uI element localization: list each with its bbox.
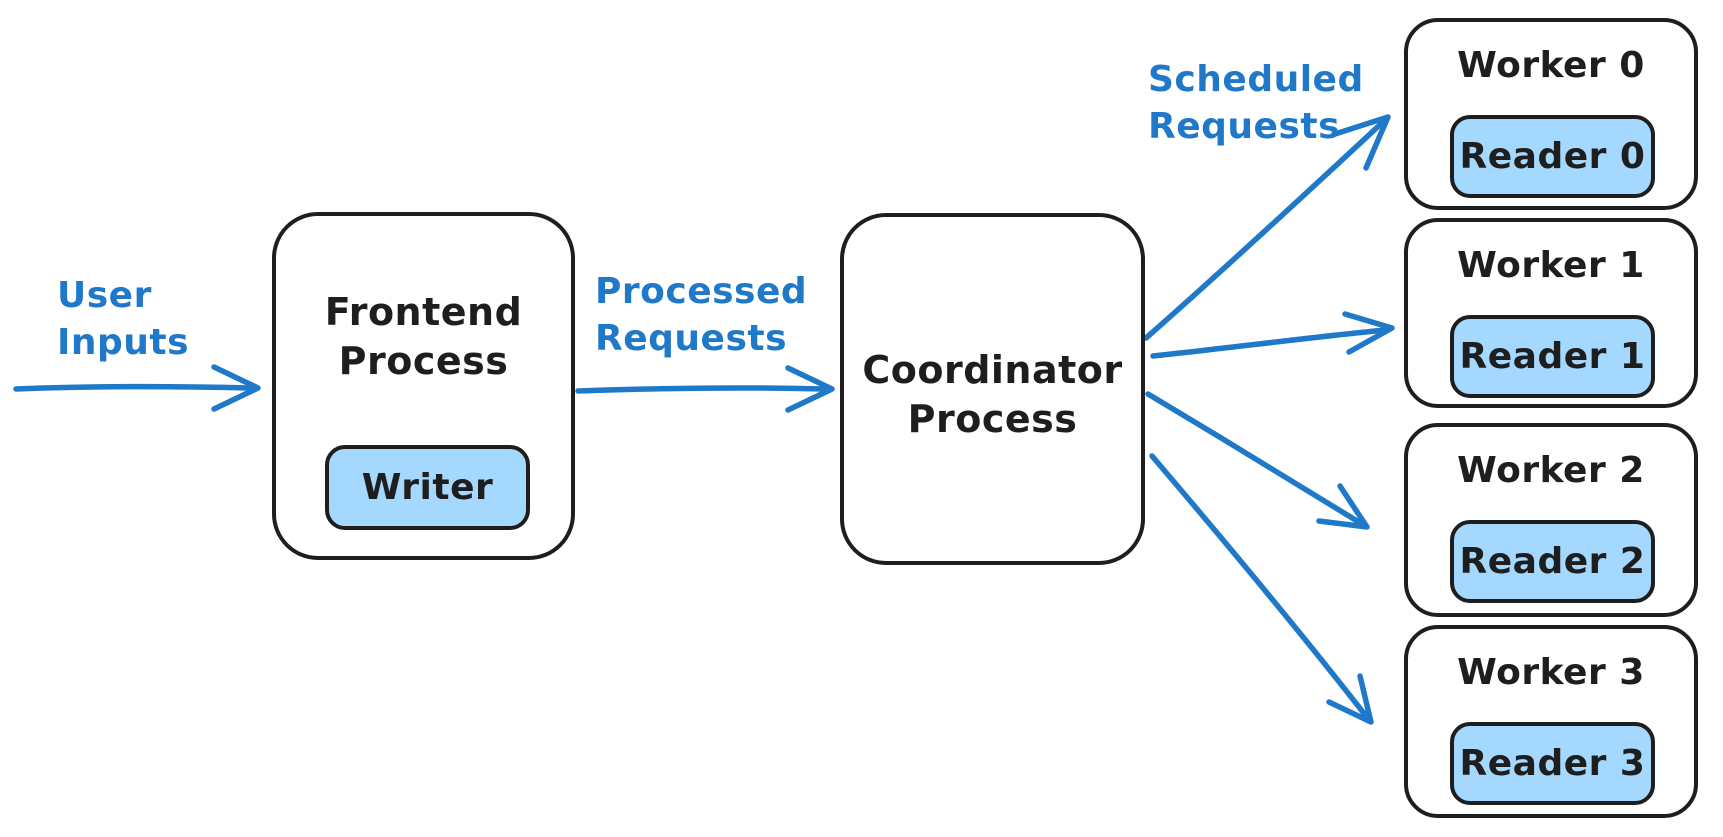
user-inputs-label: User Inputs (57, 272, 189, 366)
scheduled-arrow-worker-2-head (1316, 483, 1370, 530)
worker-0-label: Worker 0 (1457, 45, 1645, 86)
frontend-process-box: Frontend Process Writer (272, 212, 575, 560)
writer-label: Writer (361, 467, 494, 508)
reader-3-box: Reader 3 (1450, 722, 1655, 805)
scheduled-arrow-worker-1-head (1342, 311, 1395, 355)
scheduled-arrow-worker-3 (1149, 453, 1374, 725)
scheduled-arrow-worker-3-head (1326, 673, 1374, 725)
frontend-title-line2: Process (338, 339, 509, 383)
reader-2-label: Reader 2 (1459, 541, 1646, 582)
reader-2-box: Reader 2 (1450, 520, 1655, 603)
frontend-process-title: Frontend Process (276, 288, 571, 386)
coordinator-title-line1: Coordinator (862, 348, 1123, 392)
scheduled-arrow-worker-3-shaft (1149, 453, 1369, 719)
user-inputs-arrow-shaft (13, 383, 253, 392)
user-inputs-arrow (13, 364, 261, 412)
reader-3-label: Reader 3 (1459, 743, 1646, 784)
scheduled-arrow-worker-1 (1150, 311, 1395, 359)
worker-2-label: Worker 2 (1457, 450, 1645, 491)
writer-box: Writer (325, 445, 530, 530)
processed-requests-arrow-head (785, 365, 835, 413)
scheduled-arrow-worker-0-shaft (1143, 118, 1387, 341)
scheduled-arrow-worker-0-head (1332, 114, 1391, 171)
coordinator-title-line2: Process (907, 397, 1078, 441)
processed-requests-label-line1: Processed (595, 271, 808, 312)
coordinator-process-box: Coordinator Process (840, 213, 1145, 565)
scheduled-arrow-worker-2-shaft (1145, 391, 1365, 527)
user-inputs-arrow-head (211, 364, 261, 412)
processed-requests-label: Processed Requests (595, 268, 807, 362)
scheduled-requests-label: Scheduled Requests (1148, 56, 1364, 150)
reader-1-box: Reader 1 (1450, 315, 1655, 398)
worker-3-label: Worker 3 (1457, 652, 1645, 693)
reader-1-label: Reader 1 (1459, 336, 1646, 377)
worker-1-label: Worker 1 (1457, 245, 1645, 286)
reader-0-box: Reader 0 (1450, 115, 1655, 198)
coordinator-process-title: Coordinator Process (844, 346, 1141, 444)
processed-requests-arrow-shaft (575, 385, 827, 394)
scheduled-arrow-worker-2 (1145, 391, 1370, 530)
user-inputs-label-line2: Inputs (57, 322, 190, 363)
scheduled-arrow-worker-1-shaft (1150, 327, 1389, 359)
scheduled-requests-label-line2: Requests (1148, 106, 1341, 147)
processed-requests-label-line2: Requests (595, 318, 788, 359)
processed-requests-arrow (575, 365, 835, 413)
reader-0-label: Reader 0 (1459, 136, 1646, 177)
scheduled-requests-label-line1: Scheduled (1148, 59, 1364, 100)
scheduled-arrow-worker-0 (1143, 114, 1391, 341)
worker-2-box: Worker 2 Reader 2 (1404, 423, 1698, 617)
worker-3-box: Worker 3 Reader 3 (1404, 625, 1698, 818)
frontend-title-line1: Frontend (324, 290, 523, 334)
worker-0-box: Worker 0 Reader 0 (1404, 18, 1698, 210)
user-inputs-label-line1: User (57, 275, 152, 316)
worker-1-box: Worker 1 Reader 1 (1404, 218, 1698, 408)
